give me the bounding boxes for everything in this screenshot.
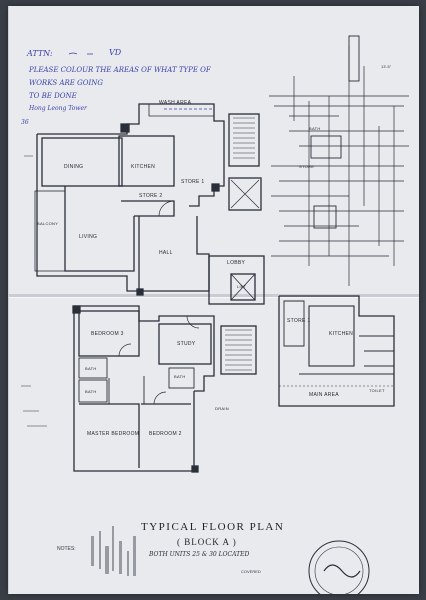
room-store-2: STORE 2 bbox=[139, 193, 163, 199]
note-line-3: TO BE DONE bbox=[29, 92, 77, 100]
room-wash-area-top: WASH AREA bbox=[159, 100, 192, 106]
room-bedroom-2: BEDROOM 2 bbox=[149, 431, 182, 437]
plan-block: ( BLOCK A ) bbox=[177, 537, 237, 547]
room-kitchen-right: KITCHEN bbox=[329, 331, 354, 337]
room-study: STUDY bbox=[177, 341, 196, 347]
room-bath-2: BATH bbox=[85, 389, 97, 394]
room-bath-3: BATH bbox=[174, 374, 186, 379]
note-line-5: 36 bbox=[21, 119, 29, 126]
note-line-2: WORKS ARE GOING bbox=[29, 79, 103, 87]
room-bath-1: BATH bbox=[85, 366, 97, 371]
room-master-bedroom: MASTER BEDROOM bbox=[87, 431, 140, 437]
room-store-1-top: STORE 1 bbox=[181, 179, 205, 185]
room-store-1-right: STORE 1 bbox=[287, 318, 311, 324]
covered-label: COVERED bbox=[241, 569, 261, 574]
room-living: LIVING bbox=[79, 234, 98, 240]
room-toilet: TOILET bbox=[369, 388, 385, 393]
room-main-area: MAIN AREA bbox=[309, 392, 339, 398]
room-dining: DINING bbox=[64, 164, 84, 170]
room-drain: DRAIN bbox=[215, 406, 229, 411]
room-kitchen-top: KITCHEN bbox=[131, 164, 156, 170]
room-bath-right: BATH bbox=[309, 126, 321, 131]
note-attn: ATTN: bbox=[27, 49, 53, 58]
room-hall: HALL bbox=[159, 250, 173, 256]
notes-label: NOTES: bbox=[57, 546, 76, 552]
floor-plan-sheet: ATTN: VD PLEASE COLOUR THE AREAS OF WHAT… bbox=[8, 6, 419, 594]
note-line-1: PLEASE COLOUR THE AREAS OF WHAT TYPE OF bbox=[29, 66, 211, 74]
room-lift: LIFT bbox=[237, 284, 247, 289]
paper-fold bbox=[9, 294, 419, 297]
room-bedroom-3: BEDROOM 3 bbox=[91, 331, 124, 337]
note-initials: VD bbox=[109, 48, 122, 57]
room-store-right: STORE bbox=[299, 164, 315, 169]
room-lobby: LOBBY bbox=[227, 260, 246, 266]
note-line-4: Hong Leong Tower bbox=[29, 105, 87, 112]
plan-title: TYPICAL FLOOR PLAN bbox=[141, 521, 285, 533]
dimension-label: 13'-5" bbox=[381, 64, 392, 69]
room-balcony: BALCONY bbox=[37, 221, 59, 226]
floor-plan-drawing bbox=[21, 35, 409, 594]
plan-units: BOTH UNITS 25 & 30 LOCATED bbox=[149, 551, 250, 558]
